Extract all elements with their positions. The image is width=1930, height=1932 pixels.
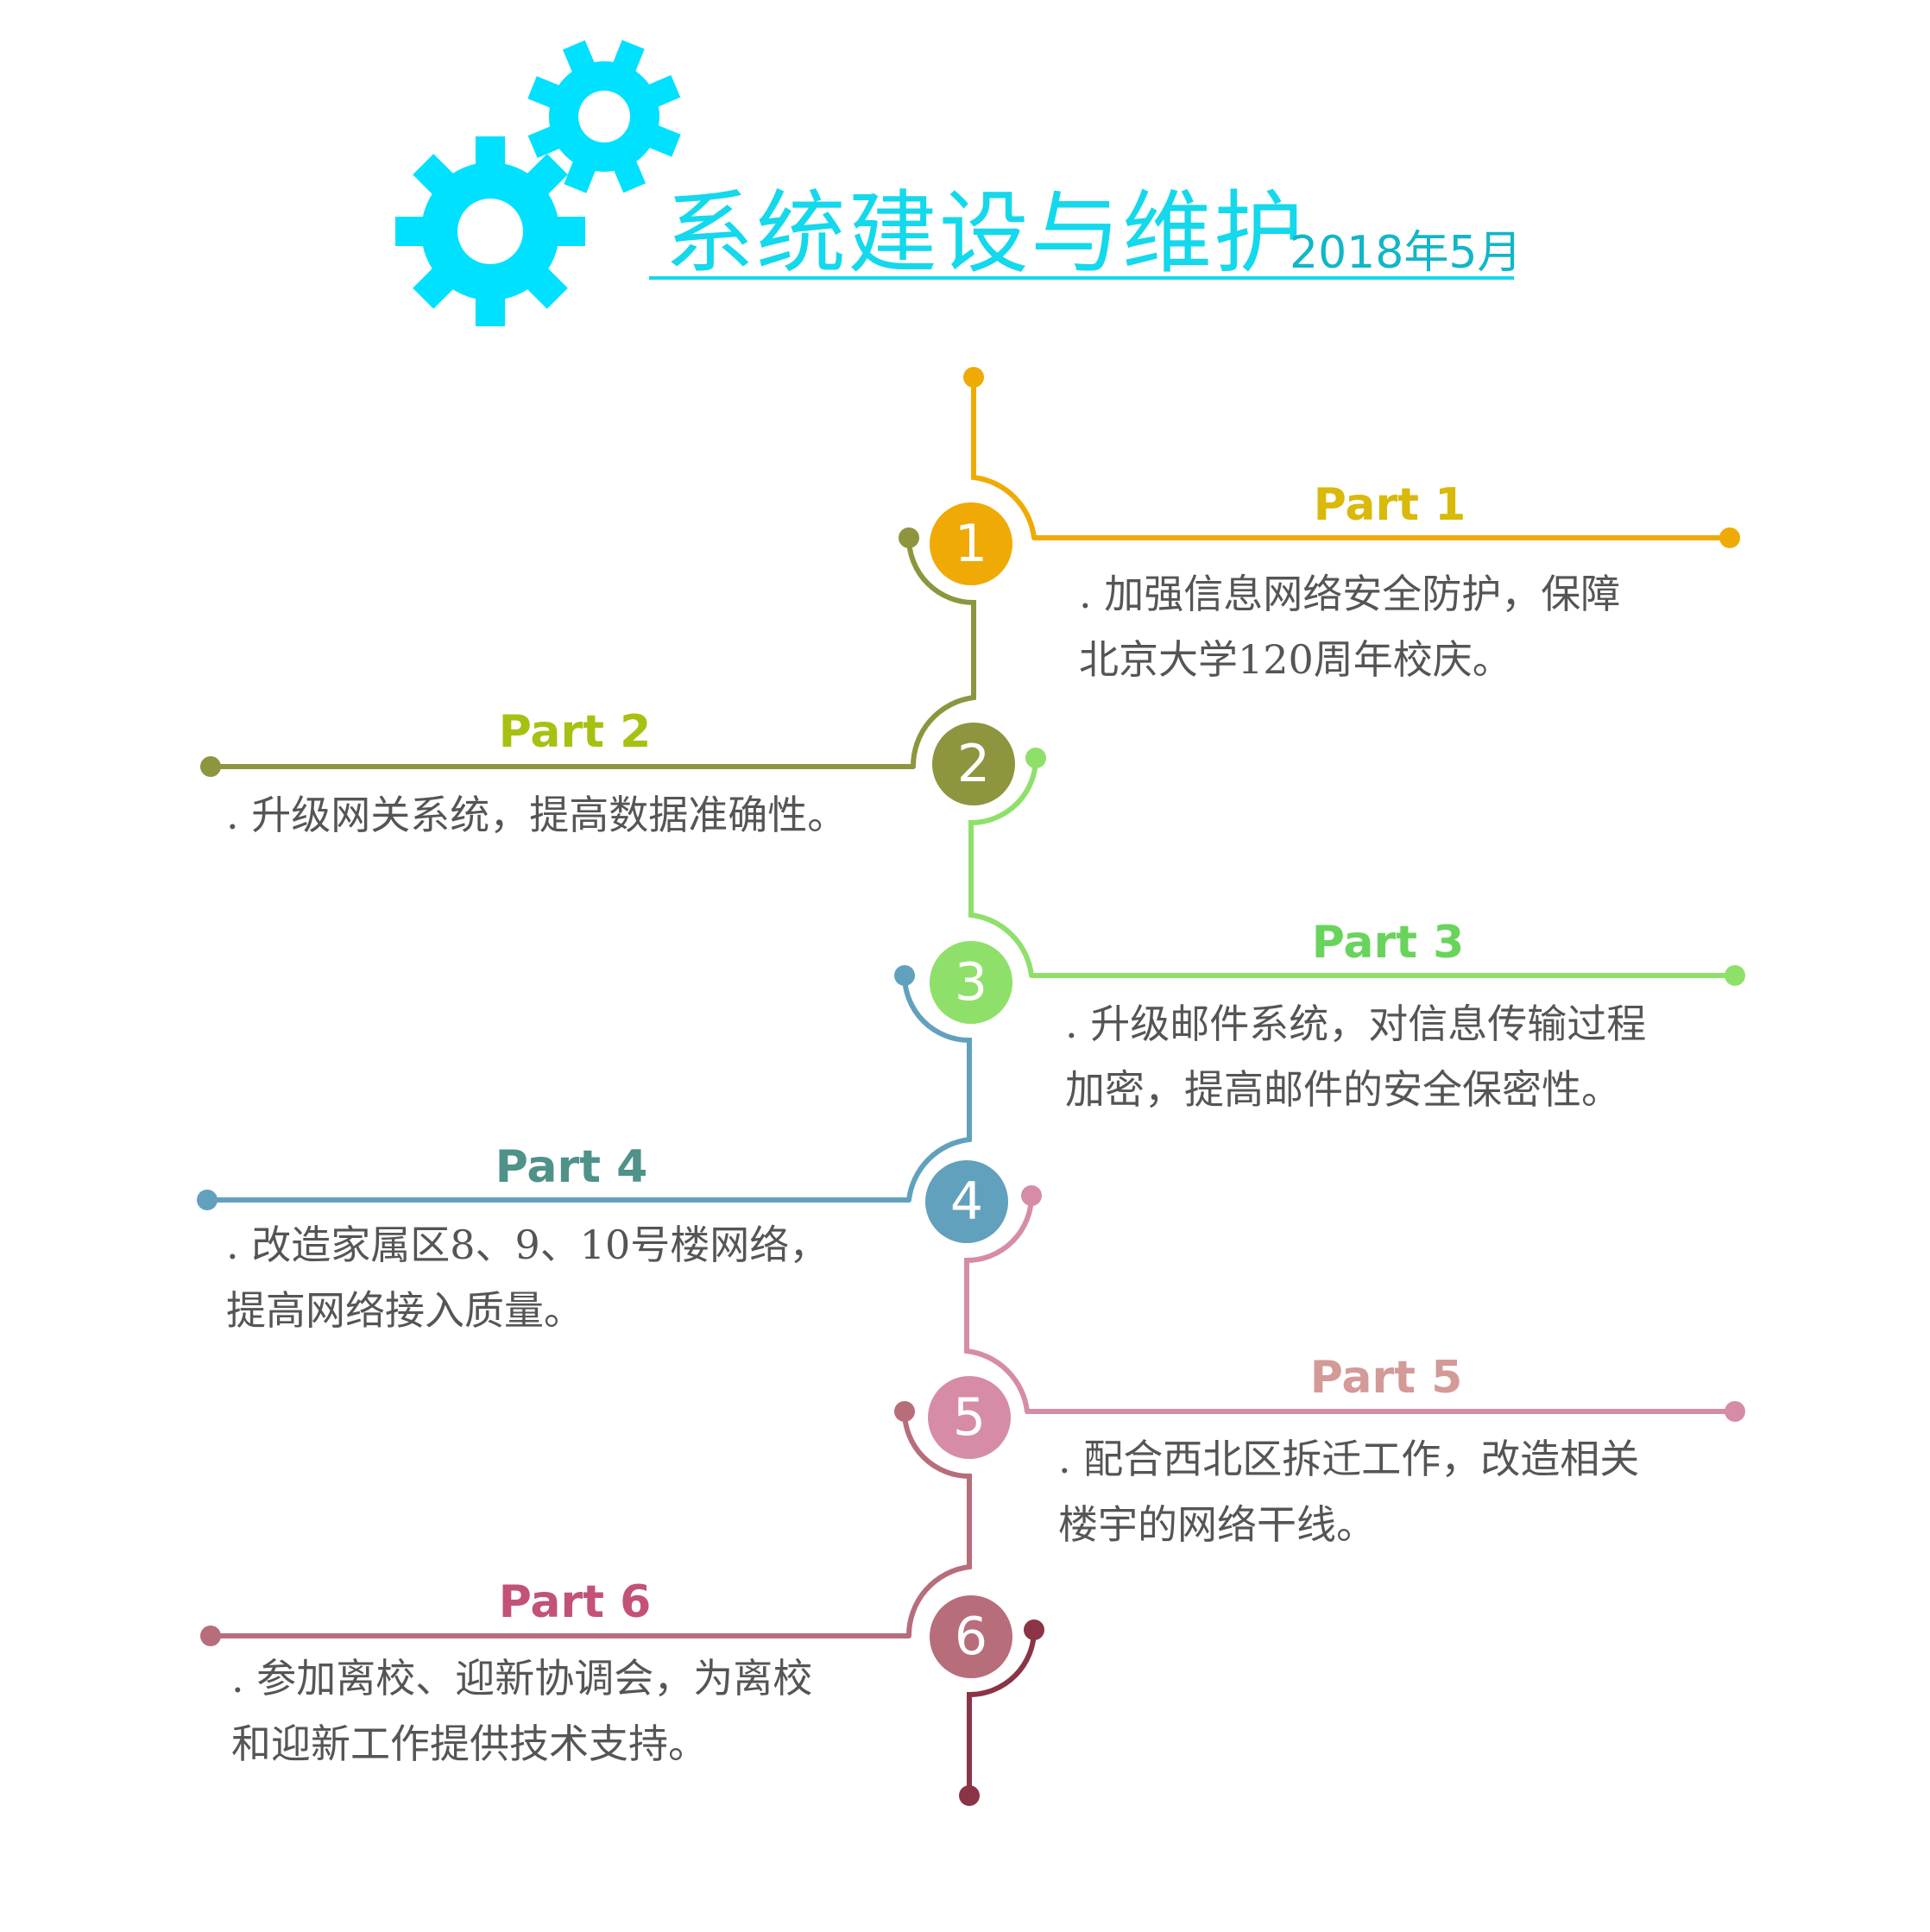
description-line: . 升级网关系统，提高数据准确性。 [226, 792, 848, 838]
part-description-3: . 升级邮件系统，对信息传输过程 加密，提高邮件的安全保密性。 [1065, 991, 1721, 1122]
part-label-3: Part 3 [1311, 917, 1465, 969]
part-description-2: . 升级网关系统，提高数据准确性。 [226, 782, 882, 848]
step-circle-4 [925, 1160, 1008, 1243]
connector-2-3 [968, 755, 1038, 978]
step-number-6: 6 [954, 1607, 988, 1667]
gear-hole [578, 91, 630, 142]
endpoint-dot [1725, 1401, 1745, 1422]
step-circle-5 [928, 1376, 1011, 1459]
endpoint-dot [1725, 965, 1745, 986]
part-label-1: Part 1 [1313, 479, 1466, 531]
description-line: 加密，提高邮件的安全保密性。 [1065, 1066, 1621, 1113]
gear-tooth [395, 217, 426, 246]
connector-1 [971, 375, 1037, 540]
endpoint-dot [1024, 1619, 1044, 1640]
description-line: 和迎新工作提供技术支持。 [231, 1720, 708, 1767]
endpoint-dot [197, 1190, 218, 1210]
endpoint-dot [899, 527, 919, 548]
endpoint-dot [1719, 527, 1740, 548]
endpoint-dot [1025, 748, 1046, 768]
endpoint-dot [894, 965, 915, 986]
date-label: 2018年5月 [1290, 227, 1523, 279]
description-line: . 升级邮件系统，对信息传输过程 [1065, 1001, 1647, 1047]
step-number-4: 4 [949, 1171, 984, 1232]
page-title: 系统建设与维护 [665, 180, 1306, 286]
endpoint-dot [894, 1401, 915, 1422]
gear-icon [395, 136, 585, 326]
connector-1-2 [906, 535, 976, 769]
part-description-6: . 参加离校、迎新协调会，为离校 和迎新工作提供技术支持。 [231, 1645, 887, 1777]
description-line: . 参加离校、迎新协调会，为离校 [231, 1655, 813, 1702]
gear-hole [457, 199, 523, 264]
connector-3-4 [902, 973, 972, 1203]
endpoint-dot [959, 1785, 980, 1806]
description-line: . 加强信息网络安全防护，保障 [1079, 571, 1621, 617]
gear-tooth [554, 217, 585, 246]
endpoint-dot [200, 756, 221, 777]
part-label-2: Part 2 [498, 706, 652, 758]
step-number-3: 3 [954, 952, 988, 1013]
description-line: 提高网络接入质量。 [226, 1287, 583, 1334]
part-description-1: . 加强信息网络安全防护，保障 北京大学120周年校庆。 [1079, 561, 1735, 692]
step-circle-3 [930, 941, 1012, 1024]
step-circle-1 [930, 502, 1012, 585]
part-description-4: . 改造家属区8、9、10号楼网络， 提高网络接入质量。 [226, 1212, 882, 1343]
part-label-4: Part 4 [495, 1141, 648, 1193]
step-number-2: 2 [956, 734, 991, 794]
step-circle-6 [930, 1595, 1012, 1678]
gear-icon [527, 40, 681, 193]
description-line: 北京大学120周年校庆。 [1079, 636, 1512, 683]
step-number-1: 1 [954, 514, 988, 574]
connector-5-6 [902, 1409, 972, 1638]
endpoint-dot [1021, 1185, 1042, 1206]
description-line: . 配合西北区拆迁工作，改造相关 [1058, 1436, 1640, 1482]
step-number-5: 5 [952, 1387, 987, 1448]
connector-4-5 [964, 1193, 1034, 1414]
endpoint-dot [963, 367, 984, 388]
endpoint-dot [200, 1626, 221, 1646]
part-label-6: Part 6 [498, 1576, 652, 1628]
description-line: 楼宇的网络干线。 [1058, 1501, 1376, 1548]
description-line: . 改造家属区8、9、10号楼网络， [226, 1222, 829, 1268]
part-label-5: Part 5 [1309, 1352, 1463, 1404]
step-circle-2 [932, 723, 1015, 805]
part-description-5: . 配合西北区拆迁工作，改造相关 楼宇的网络干线。 [1058, 1426, 1714, 1557]
connector-6-end [967, 1627, 1037, 1798]
timeline-spine [902, 375, 1038, 1798]
